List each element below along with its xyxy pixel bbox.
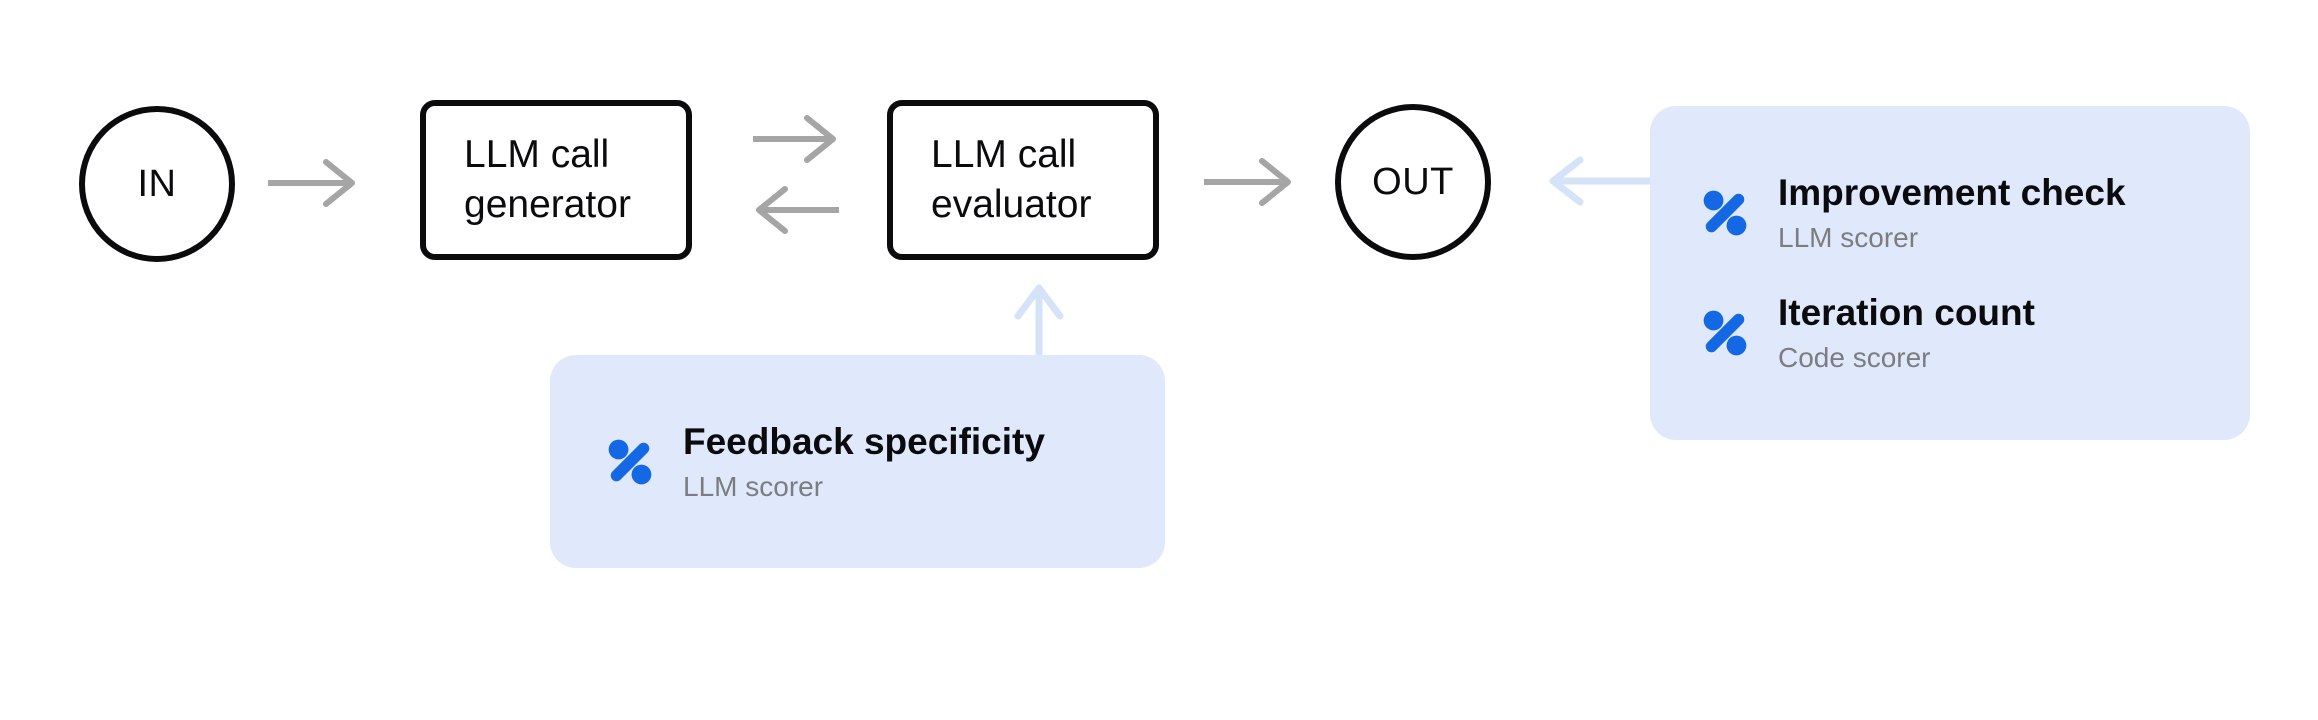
scorer-text: Iteration count Code scorer [1778, 291, 2035, 375]
scorer-percent-icon [608, 439, 652, 484]
scorer-subtitle: LLM scorer [1778, 222, 1919, 253]
arrow-in-to-generator [268, 159, 355, 207]
scorer-text: Feedback specificity LLM scorer [683, 420, 1045, 504]
scorer-subtitle: LLM scorer [683, 470, 824, 502]
in-node-label: IN [137, 162, 177, 205]
arrow-evaluator-to-out [1204, 158, 1291, 206]
evaluator-label-line2: evaluator [931, 183, 1092, 226]
scorer-percent-icon [1703, 190, 1747, 236]
scorer-item-feedback-specificity: Feedback specificity LLM scorer [605, 420, 1165, 504]
scorer-title: Iteration count [1778, 292, 2035, 333]
scorer-subtitle: Code scorer [1778, 342, 1931, 373]
scorer-title: Feedback specificity [683, 420, 1045, 462]
scorer-item-iteration-count: Iteration count Code scorer [1700, 291, 2250, 375]
out-node: OUT [1335, 104, 1491, 260]
generator-label-line1: LLM call [464, 133, 610, 176]
arrow-output-scorers-to-out [1549, 156, 1652, 206]
evaluator-node: LLM call evaluator [887, 100, 1159, 260]
arrow-generator-to-evaluator [753, 115, 836, 163]
arrow-feedback-scorer-to-evaluator [1014, 284, 1064, 358]
in-node: IN [79, 106, 235, 262]
out-node-label: OUT [1372, 160, 1454, 203]
evaluator-scorers-panel: Feedback specificity LLM scorer [550, 355, 1165, 568]
arrow-evaluator-to-generator [756, 186, 839, 234]
scorer-text: Improvement check LLM scorer [1778, 171, 2126, 255]
scorer-percent-icon [1703, 310, 1747, 356]
evaluator-label-line1: LLM call [931, 133, 1077, 176]
scorer-title: Improvement check [1778, 172, 2126, 213]
scorer-item-improvement-check: Improvement check LLM scorer [1700, 171, 2250, 255]
generator-label-line2: generator [464, 183, 631, 226]
generator-node: LLM call generator [420, 100, 692, 260]
output-scorers-panel: Improvement check LLM scorer Iteration c… [1650, 106, 2250, 440]
